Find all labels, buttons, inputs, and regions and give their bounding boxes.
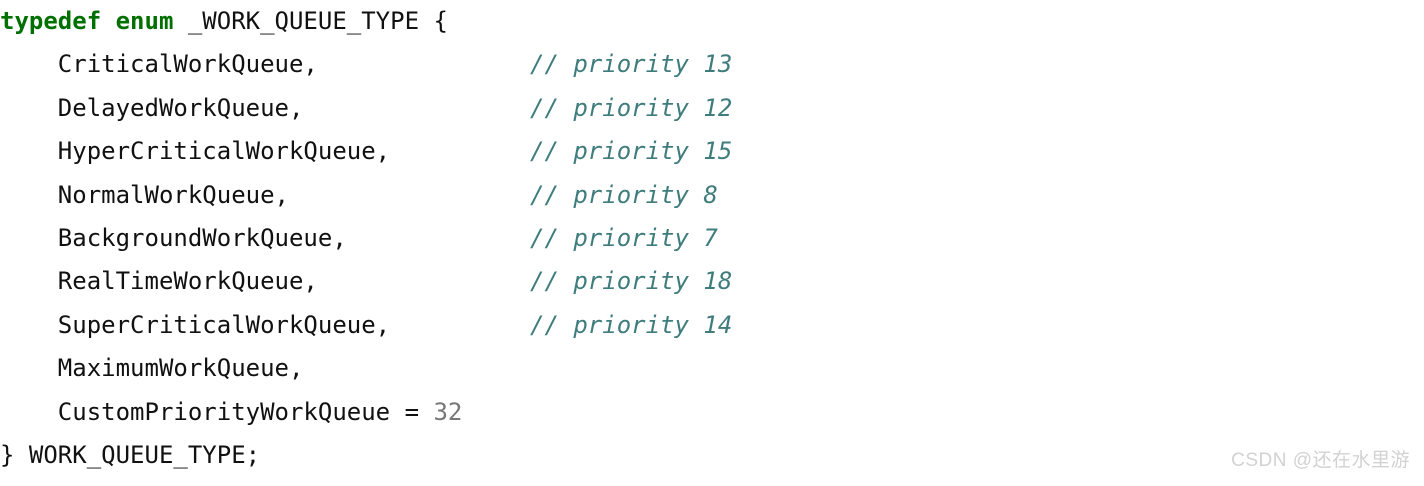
code-line: CriticalWorkQueue, // priority 13 — [0, 43, 1424, 86]
code-line: HyperCriticalWorkQueue, // priority 15 — [0, 130, 1424, 173]
code-line-content: RealTimeWorkQueue, — [0, 260, 318, 303]
code-indent — [0, 354, 58, 382]
code-identifier: HyperCriticalWorkQueue, — [57, 137, 391, 166]
code-indent — [0, 311, 58, 339]
code-comment: // priority 14 — [530, 310, 733, 339]
code-line: typedef enum _WORK_QUEUE_TYPE { — [0, 0, 1424, 43]
code-line: CustomPriorityWorkQueue = 32 — [0, 391, 1424, 434]
code-line-content: SuperCriticalWorkQueue, — [0, 304, 390, 347]
code-indent — [0, 398, 58, 426]
code-line-content: MaximumWorkQueue, — [0, 347, 304, 390]
code-line: RealTimeWorkQueue, // priority 18 — [0, 260, 1424, 303]
code-line-content: CriticalWorkQueue, — [0, 43, 318, 86]
code-line: BackgroundWorkQueue, // priority 7 — [0, 217, 1424, 260]
code-indent — [0, 267, 58, 295]
code-indent — [0, 181, 58, 209]
code-indent — [0, 224, 58, 252]
code-line-content: CustomPriorityWorkQueue = 32 — [0, 391, 463, 434]
code-identifier: } WORK_QUEUE_TYPE; — [0, 440, 261, 469]
code-line: } WORK_QUEUE_TYPE; — [0, 434, 1424, 477]
code-line-content: } WORK_QUEUE_TYPE; — [0, 434, 260, 477]
code-indent — [0, 137, 58, 165]
csdn-watermark: CSDN @还在水里游 — [1231, 450, 1410, 471]
code-indent — [0, 94, 58, 122]
code-line: DelayedWorkQueue, // priority 12 — [0, 87, 1424, 130]
code-indent — [0, 50, 58, 78]
code-identifier: DelayedWorkQueue, — [57, 93, 304, 122]
code-comment: // priority 12 — [530, 93, 733, 122]
code-line-content: BackgroundWorkQueue, — [0, 217, 347, 260]
code-keyword: typedef enum — [0, 7, 174, 35]
code-comment: // priority 7 — [530, 223, 718, 252]
code-identifier: BackgroundWorkQueue, — [57, 223, 347, 252]
code-line: NormalWorkQueue, // priority 8 — [0, 174, 1424, 217]
code-comment: // priority 15 — [530, 137, 733, 166]
code-line-content: typedef enum _WORK_QUEUE_TYPE { — [0, 0, 448, 43]
code-line-content: DelayedWorkQueue, — [0, 87, 304, 130]
code-identifier: SuperCriticalWorkQueue, — [57, 310, 391, 339]
code-number-literal: 32 — [433, 397, 463, 426]
code-comment: // priority 8 — [530, 180, 718, 209]
code-comment: // priority 18 — [530, 267, 733, 296]
code-identifier: NormalWorkQueue, — [57, 180, 289, 209]
code-identifier: _WORK_QUEUE_TYPE { — [173, 7, 448, 35]
code-comment: // priority 13 — [530, 50, 733, 79]
code-line-content: NormalWorkQueue, — [0, 174, 289, 217]
code-line: MaximumWorkQueue, — [0, 347, 1424, 390]
code-identifier: CriticalWorkQueue, — [57, 50, 318, 79]
code-identifier: MaximumWorkQueue, — [57, 354, 304, 383]
code-line: SuperCriticalWorkQueue, // priority 14 — [0, 304, 1424, 347]
code-line-content: HyperCriticalWorkQueue, — [0, 130, 390, 173]
code-identifier: RealTimeWorkQueue, — [57, 267, 318, 296]
code-identifier: CustomPriorityWorkQueue = — [57, 397, 434, 426]
